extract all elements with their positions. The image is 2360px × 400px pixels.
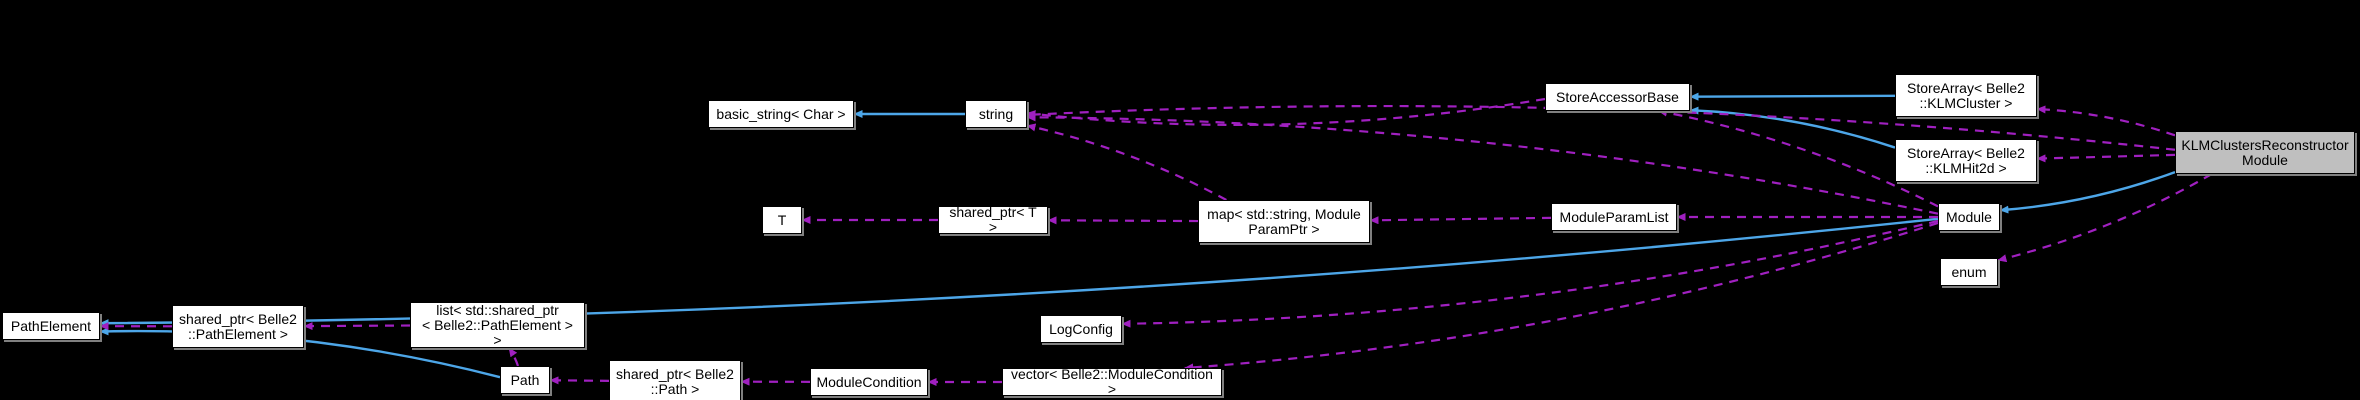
edge-map_string_param-to-shared_ptr_t — [1047, 216, 1199, 225]
class-node-label: shared_ptr< Belle2 ::PathElement > — [179, 310, 297, 342]
class-node-label: LogConfig — [1049, 320, 1113, 337]
edge-module-to-string — [1026, 113, 1939, 215]
edge-module-to-store_accessor_base — [1658, 108, 1939, 208]
edge-klmclusters_module-to-string — [1026, 104, 2176, 151]
class-node-storearray_klmhit2d[interactable]: StoreArray< Belle2 ::KLMHit2d > — [1895, 139, 2037, 182]
class-node-storearray_klmcluster[interactable]: StoreArray< Belle2 ::KLMCluster > — [1895, 74, 2037, 117]
class-node-module[interactable]: Module — [1938, 203, 2000, 231]
class-node-label: string — [978, 105, 1014, 122]
class-node-log_config[interactable]: LogConfig — [1040, 315, 1122, 343]
class-node-label: KLMClustersReconstructor Module — [2181, 136, 2349, 168]
class-node-enum[interactable]: enum — [1940, 258, 1998, 286]
class-node-label: StoreArray< Belle2 ::KLMHit2d > — [1907, 144, 2025, 176]
edge-storearray_klmcluster-to-store_accessor_base — [1689, 92, 1896, 101]
edge-map_string_param-to-string — [1026, 123, 1227, 201]
class-node-label: shared_ptr< T > — [949, 204, 1037, 235]
class-node-list_shared_pathel[interactable]: list< std::shared_ptr < Belle2::PathElem… — [410, 302, 585, 348]
class-node-label: Module — [1946, 208, 1992, 225]
class-node-label: ModuleCondition — [816, 373, 922, 390]
class-node-shared_ptr_t[interactable]: shared_ptr< T > — [938, 204, 1048, 235]
class-node-path_element[interactable]: PathElement — [2, 312, 100, 340]
class-node-label: vector< Belle2::ModuleCondition > — [1011, 366, 1213, 397]
class-node-shared_ptr_path[interactable]: shared_ptr< Belle2 ::Path > — [609, 360, 741, 400]
class-node-label: PathElement — [10, 317, 92, 334]
class-node-path[interactable]: Path — [500, 366, 550, 394]
class-node-label: StoreArray< Belle2 ::KLMCluster > — [1907, 79, 2025, 111]
edge-klmclusters_module-to-module — [1999, 170, 2176, 214]
edge-klmclusters_module-to-storearray_klmcluster — [2036, 105, 2176, 137]
class-node-vector_modcond[interactable]: vector< Belle2::ModuleCondition > — [1002, 366, 1222, 397]
class-node-label: StoreAccessorBase — [1556, 88, 1679, 105]
class-node-label: T — [777, 211, 787, 228]
edge-klmclusters_module-to-storearray_klmhit2d — [2036, 153, 2176, 163]
class-node-map_string_param[interactable]: map< std::string, Module ParamPtr > — [1198, 200, 1370, 243]
class-node-t[interactable]: T — [762, 206, 802, 234]
class-node-label: ModuleParamList — [1559, 208, 1669, 225]
edge-storearray_klmhit2d-to-store_accessor_base — [1689, 106, 1896, 149]
class-node-module_param_list[interactable]: ModuleParamList — [1551, 203, 1677, 231]
edge-module-to-log_config — [1121, 219, 1939, 328]
edge-list_shared_pathel-to-shared_ptr_pathel — [303, 322, 411, 331]
class-node-label: enum — [1951, 263, 1987, 280]
edge-module-to-vector_modcond — [1184, 221, 1939, 372]
class-node-string[interactable]: string — [965, 100, 1027, 128]
edge-module_param_list-to-map_string_param — [1369, 216, 1552, 225]
class-node-label: list< std::shared_ptr < Belle2::PathElem… — [422, 301, 573, 348]
edge-module-to-path_element — [99, 217, 1939, 328]
class-node-label: basic_string< Char > — [716, 105, 846, 122]
class-node-shared_ptr_pathel[interactable]: shared_ptr< Belle2 ::PathElement > — [172, 305, 304, 348]
class-node-klmclusters_module[interactable]: KLMClustersReconstructor Module — [2175, 131, 2355, 174]
class-node-store_accessor_base[interactable]: StoreAccessorBase — [1545, 83, 1690, 111]
class-node-basic_string[interactable]: basic_string< Char > — [708, 100, 854, 128]
edge-shared_ptr_path-to-path — [549, 376, 610, 385]
class-node-label: Path — [510, 371, 540, 388]
class-node-module_condition[interactable]: ModuleCondition — [810, 368, 928, 396]
class-node-label: shared_ptr< Belle2 ::Path > — [616, 365, 734, 397]
edge-klmclusters_module-to-enum — [1997, 173, 2213, 263]
class-node-label: map< std::string, Module ParamPtr > — [1207, 205, 1361, 237]
edge-path-to-list_shared_pathel — [508, 347, 520, 367]
edge-store_accessor_base-to-string — [1026, 97, 1546, 126]
